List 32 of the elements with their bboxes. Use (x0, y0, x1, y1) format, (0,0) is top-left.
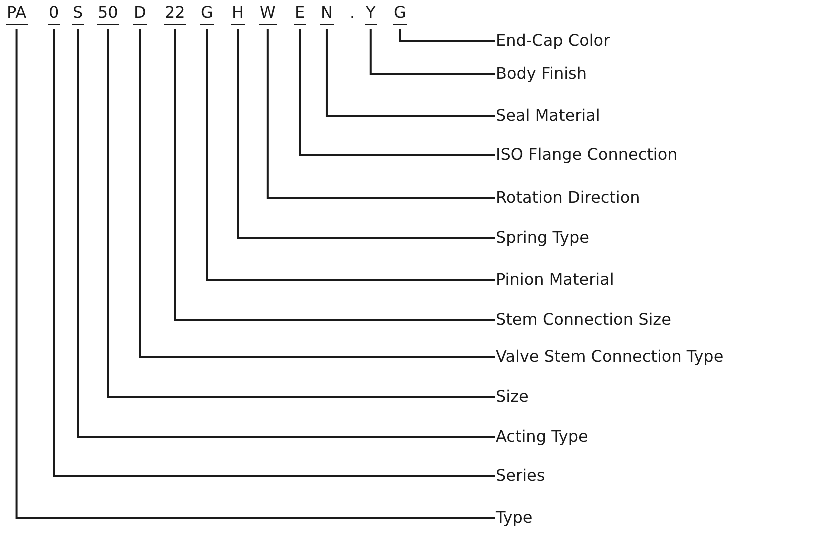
field-description: ISO Flange Connection (496, 145, 678, 165)
field-description: Body Finish (496, 64, 588, 84)
code-segment: D (133, 4, 148, 25)
code-segment: H (231, 4, 246, 25)
leader-line (16, 29, 495, 519)
code-segment: G (200, 4, 214, 25)
code-segment: W (259, 4, 277, 25)
code-segment: 0 (48, 4, 60, 25)
leader-line (107, 29, 495, 398)
leader-line (370, 29, 495, 75)
code-segment: E (294, 4, 306, 25)
leader-line (206, 29, 495, 281)
code-segment: 22 (164, 4, 186, 25)
leader-line (399, 29, 495, 42)
leader-line (266, 29, 495, 199)
code-segment: 50 (97, 4, 120, 25)
field-description: Acting Type (496, 427, 588, 447)
code-segment: N (320, 4, 334, 25)
code-separator: . (350, 4, 356, 22)
field-description: Type (496, 508, 533, 528)
leader-line (326, 29, 495, 117)
code-segment: G (393, 4, 408, 25)
field-description: End-Cap Color (496, 31, 610, 51)
code-segment: Y (365, 4, 377, 25)
leader-line (299, 29, 495, 156)
leader-line (139, 29, 495, 358)
code-segment: PA (6, 4, 28, 25)
code-segment: S (72, 4, 84, 25)
field-description: Spring Type (496, 228, 590, 248)
leader-line (174, 29, 495, 321)
field-description: Valve Stem Connection Type (496, 347, 724, 367)
leader-line (237, 29, 495, 239)
